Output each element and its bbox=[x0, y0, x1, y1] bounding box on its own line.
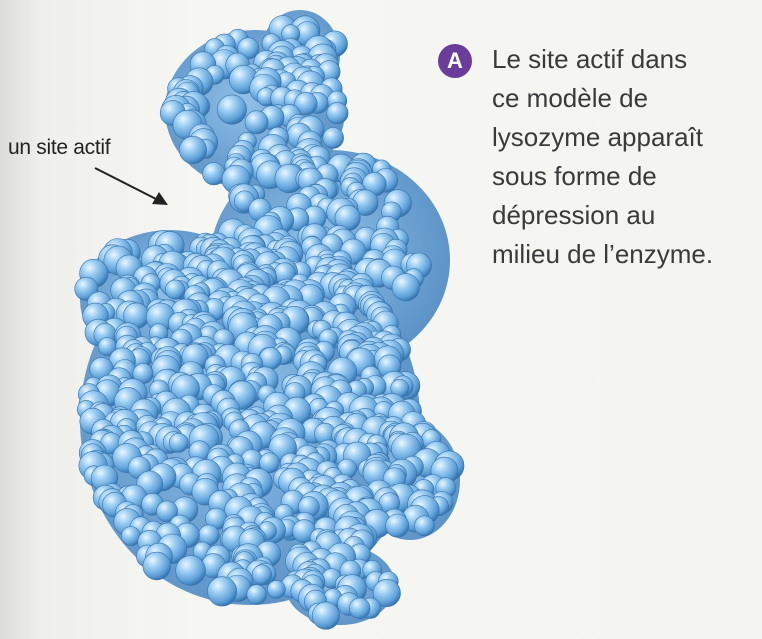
atom-sphere bbox=[217, 95, 246, 124]
atom-sphere bbox=[169, 433, 188, 452]
panel-badge: A bbox=[438, 44, 472, 78]
caption-line: Le site actif dans bbox=[492, 40, 758, 79]
atom-sphere bbox=[207, 577, 236, 606]
atom-sphere bbox=[392, 273, 420, 301]
atom-sphere bbox=[267, 580, 285, 598]
figure-caption: A Le site actif dans ce modèle de lysozy… bbox=[438, 40, 758, 274]
atom-sphere bbox=[245, 111, 268, 134]
active-site-pointer-arrow bbox=[95, 168, 168, 205]
caption-line: lysozyme apparaît bbox=[492, 118, 758, 157]
caption-line: dépression au bbox=[492, 196, 758, 235]
atom-sphere bbox=[386, 514, 409, 537]
atom-sphere bbox=[176, 556, 206, 586]
atom-sphere bbox=[252, 565, 272, 585]
atom-sphere bbox=[312, 602, 339, 629]
caption-line: ce modèle de bbox=[492, 79, 758, 118]
atom-sphere bbox=[165, 280, 184, 299]
atom-sphere bbox=[327, 102, 348, 123]
atom-sphere bbox=[143, 552, 171, 580]
atom-sphere bbox=[414, 516, 434, 536]
caption-text: Le site actif dans ce modèle de lysozyme… bbox=[492, 40, 758, 274]
active-site-label: un site actif bbox=[8, 136, 110, 160]
caption-line: sous forme de bbox=[492, 157, 758, 196]
atom-sphere bbox=[179, 136, 206, 163]
atom-sphere bbox=[323, 127, 344, 148]
caption-line: milieu de l’enzyme. bbox=[492, 235, 758, 274]
atom-sphere bbox=[203, 162, 226, 185]
atom-sphere bbox=[349, 598, 370, 619]
atom-sphere bbox=[247, 585, 267, 605]
